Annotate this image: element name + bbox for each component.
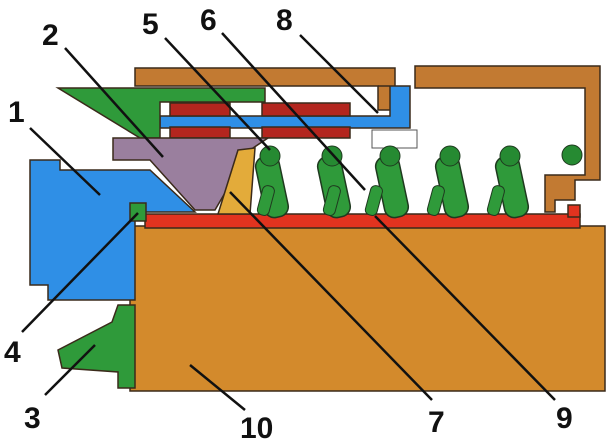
coil-right-top <box>261 102 351 117</box>
red-strip-end <box>567 204 581 218</box>
end-pivot <box>561 144 583 166</box>
finger-pivot <box>259 145 281 167</box>
label-4: 4 <box>4 336 21 369</box>
purple-funnel <box>112 137 271 211</box>
leader-6 <box>221 32 366 191</box>
spring-fingers <box>254 144 583 219</box>
green-lever <box>57 304 136 389</box>
body-block <box>129 225 606 392</box>
leader-8 <box>299 34 379 114</box>
label-3: 3 <box>24 402 41 435</box>
finger-pivot <box>499 145 521 167</box>
right-frame <box>414 65 601 213</box>
coil-left-bottom <box>169 126 231 139</box>
finger-pivot <box>439 145 461 167</box>
leader-2 <box>64 47 164 158</box>
label-1: 1 <box>8 96 25 129</box>
short-finger <box>426 185 445 216</box>
label-2: 2 <box>42 19 59 52</box>
top-frame <box>134 67 396 111</box>
leader-3 <box>44 344 96 396</box>
short-finger <box>486 185 505 216</box>
leader-lines <box>21 32 556 411</box>
short-finger <box>256 185 275 216</box>
label-7: 7 <box>428 406 445 439</box>
white-gap <box>371 129 418 149</box>
leader-10 <box>189 364 246 411</box>
coil-right-bottom <box>261 126 351 139</box>
finger-pivot <box>379 145 401 167</box>
label-5: 5 <box>142 8 159 41</box>
label-9: 9 <box>556 402 573 435</box>
coil-left-top <box>169 102 231 117</box>
leader-1 <box>29 127 101 196</box>
label-6: 6 <box>200 4 217 37</box>
leader-9 <box>374 215 556 401</box>
short-finger <box>322 185 341 216</box>
label-8: 8 <box>276 4 293 37</box>
leader-5 <box>164 37 271 151</box>
label-10: 10 <box>240 412 273 444</box>
short-finger <box>364 185 383 216</box>
leader-7 <box>229 191 433 401</box>
leader-4 <box>21 212 139 333</box>
